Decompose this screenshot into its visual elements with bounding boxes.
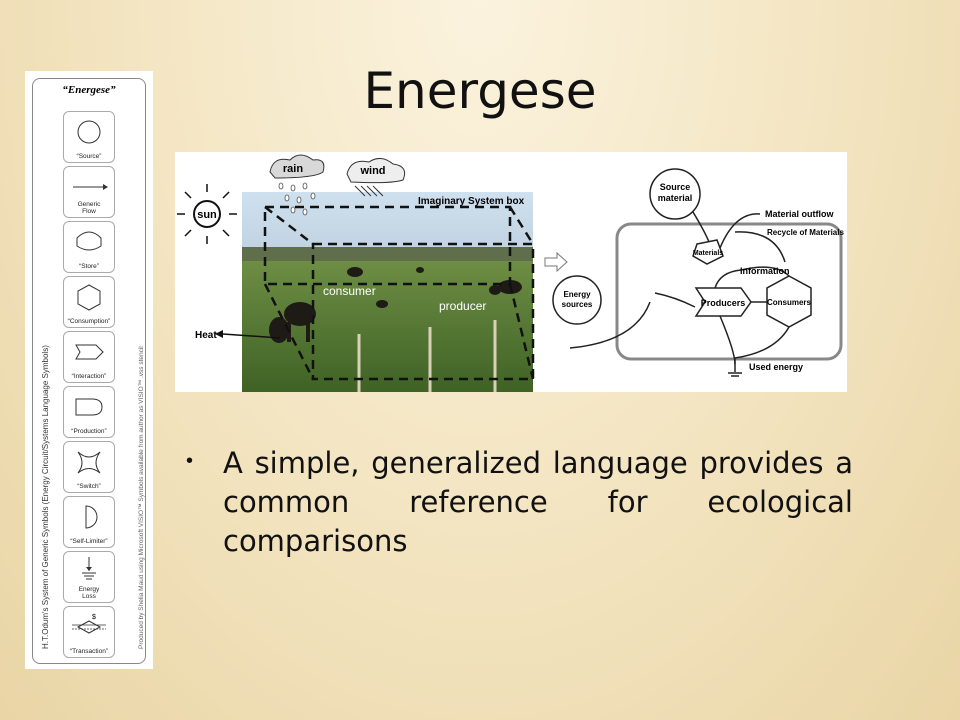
symbol-label: “Transaction” [69,648,109,655]
slide-title: Energese [363,62,597,120]
symbol-label: Generic Flow [77,201,101,215]
symbol-legend: “Energese” H.T.Odum's System of Generic … [25,71,153,669]
symbol-label: “Switch” [77,483,101,490]
sun-icon: sun [177,184,237,244]
recycle-label: Recycle of Materials [767,228,844,237]
material-outflow-label: Material outflow [765,209,835,219]
symbol-consumption: “Consumption” [63,276,115,328]
symbol-label: “Store” [79,263,99,270]
heat-label: Heat [195,330,217,341]
switch-icon [77,451,101,474]
symbol-interaction: “Interaction” [63,331,115,383]
consumers-label: Consumers [767,298,812,307]
legend-credit-text: Produced by Shelia Maud using Microsoft … [138,346,145,649]
symbol-production: “Production” [63,386,115,438]
producers-label: Producers [701,298,746,308]
symbol-source: “Source” [63,111,115,163]
symbol-label: “Production” [71,428,107,435]
symbol-self-limiter: “Self-Limiter” [63,496,115,548]
producer-label: producer [439,299,486,313]
symbol-transaction: $ “Transaction” [63,606,115,658]
symbol-label: “Source” [76,153,102,160]
pasture-photo [242,192,535,392]
half-circle-icon [85,505,98,529]
energy-circuit-diagram [552,168,843,377]
symbol-label: “Interaction” [71,373,107,380]
information-label: Information [740,266,790,276]
arrow-right-icon [73,184,108,190]
bullet-marker: • [186,450,194,472]
transition-arrow-icon [544,251,568,273]
system-box-label: Imaginary System box [418,196,525,207]
symbol-label: “Consumption” [67,318,111,325]
bullet-text: A simple, generalized language provides … [223,446,853,558]
wind-label: wind [359,165,385,177]
rain-cloud-icon: rain [269,154,325,216]
tank-icon [76,231,102,251]
arrow-block-icon [75,344,104,360]
imaginary-system-box [263,205,535,381]
circle-icon [77,120,101,144]
wind-cloud-icon: wind [346,158,406,197]
hexagon-icon [77,284,101,311]
symbol-label: “Self-Limiter” [70,538,108,545]
ground-icon [82,557,96,580]
used-energy-label: Used energy [749,362,803,372]
bullet-shape-icon [75,398,103,416]
ecosystem-figure: sun rain wind Imaginary System box consu… [175,152,847,392]
legend-heading: “Energese” [62,84,116,96]
heat-arrow-icon [215,330,281,339]
symbol-energy-loss: Energy Loss [63,551,115,603]
cow-herd [269,267,522,343]
symbol-label: Energy Loss [78,586,100,600]
symbol-generic-flow: Generic Flow [63,166,115,218]
sun-label: sun [197,209,217,221]
diamond-icon: $ [72,614,106,634]
materials-label: Materials [693,250,723,257]
dollar-mark: $ [92,614,96,621]
legend-side-text: H.T.Odum's System of Generic Symbols (En… [41,345,50,649]
symbol-store: “Store” [63,221,115,273]
consumer-label: consumer [323,284,376,298]
legend-frame [32,78,146,664]
rain-label: rain [283,163,303,175]
symbol-switch: “Switch” [63,441,115,493]
